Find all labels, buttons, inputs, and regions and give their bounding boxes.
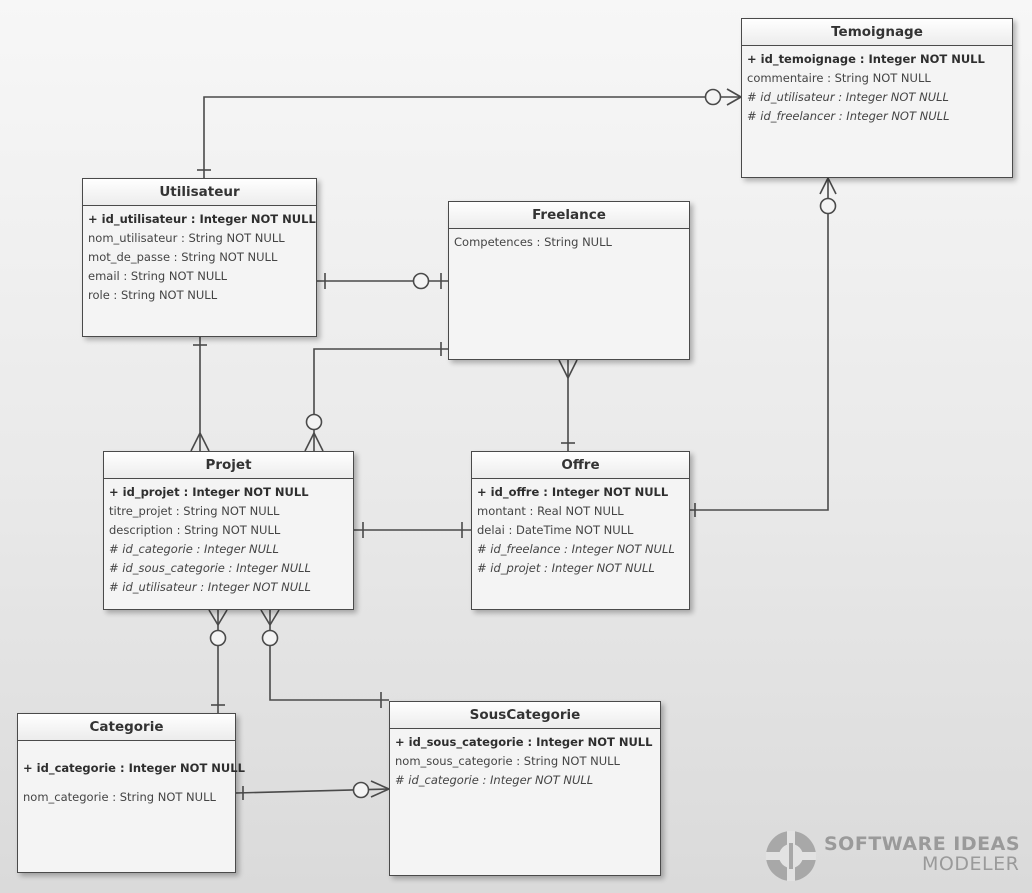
entity-title: Freelance xyxy=(449,202,689,229)
entity-attribute: nom_sous_categorie : String NOT NULL xyxy=(395,754,620,768)
entity-title: Projet xyxy=(104,452,353,479)
entity-offre[interactable]: Offre + id_offre : Integer NOT NULL mont… xyxy=(471,451,690,610)
rel-utilisateur-projet[interactable] xyxy=(190,337,210,452)
entity-attribute: commentaire : String NOT NULL xyxy=(747,71,931,85)
entity-attribute: + id_categorie : Integer NOT NULL xyxy=(23,761,245,775)
entity-title: Offre xyxy=(472,452,689,479)
entity-attribute: + id_utilisateur : Integer NOT NULL xyxy=(88,212,316,226)
logo-icon xyxy=(766,831,816,881)
entity-attribute: + id_offre : Integer NOT NULL xyxy=(477,485,669,499)
rel-utilisateur-freelance[interactable] xyxy=(317,272,448,290)
entity-title: Categorie xyxy=(18,714,235,741)
software-ideas-logo: SOFTWARE IDEAS MODELER xyxy=(764,829,1026,883)
rel-categorie-souscategorie[interactable] xyxy=(235,780,390,800)
entity-attribute: # id_freelancer : Integer NOT NULL xyxy=(747,109,950,123)
rel-freelance-offre[interactable] xyxy=(558,359,578,451)
entity-attribute: + id_temoignage : Integer NOT NULL xyxy=(747,52,985,66)
entity-attribute: nom_utilisateur : String NOT NULL xyxy=(88,231,285,245)
logo-text-line1: SOFTWARE IDEAS xyxy=(824,833,1021,855)
entity-attribute: montant : Real NOT NULL xyxy=(477,504,624,518)
entity-souscategorie[interactable]: SousCategorie + id_sous_categorie : Inte… xyxy=(389,701,661,876)
entity-attribute: Competences : String NULL xyxy=(454,235,612,249)
entity-attribute: description : String NOT NULL xyxy=(109,523,281,537)
entity-attribute: delai : DateTime NOT NULL xyxy=(477,523,634,537)
entity-freelance[interactable]: Freelance Competences : String NULL xyxy=(448,201,690,360)
entity-attribute: email : String NOT NULL xyxy=(88,269,228,283)
entity-utilisateur[interactable]: Utilisateur + id_utilisateur : Integer N… xyxy=(82,178,317,337)
logo-text-line2: MODELER xyxy=(922,853,1020,875)
rel-categorie-projet[interactable] xyxy=(208,609,228,713)
entity-attribute: + id_projet : Integer NOT NULL xyxy=(109,485,309,499)
entity-attribute: nom_categorie : String NOT NULL xyxy=(23,790,216,804)
entity-attribute: titre_projet : String NOT NULL xyxy=(109,504,280,518)
entity-title: Temoignage xyxy=(742,19,1012,46)
entity-attribute: # id_utilisateur : Integer NOT NULL xyxy=(747,90,949,104)
rel-souscategorie-projet[interactable] xyxy=(260,609,389,708)
entity-attribute: # id_projet : Integer NOT NULL xyxy=(477,561,655,575)
rel-projet-offre[interactable] xyxy=(354,522,471,538)
entity-temoignage[interactable]: Temoignage + id_temoignage : Integer NOT… xyxy=(741,18,1013,178)
entity-title: SousCategorie xyxy=(390,702,660,729)
entity-attribute: # id_categorie : Integer NULL xyxy=(109,542,279,556)
entity-attribute: # id_sous_categorie : Integer NULL xyxy=(109,561,311,575)
entity-categorie[interactable]: Categorie + id_categorie : Integer NOT N… xyxy=(17,713,245,873)
entity-attribute: role : String NOT NULL xyxy=(88,288,218,302)
entity-attribute: + id_sous_categorie : Integer NOT NULL xyxy=(395,735,653,749)
entity-projet[interactable]: Projet + id_projet : Integer NOT NULL ti… xyxy=(103,451,354,610)
entity-attribute: # id_categorie : Integer NOT NULL xyxy=(395,773,594,787)
rel-freelance-projet[interactable] xyxy=(304,342,448,452)
rel-freelance-temoignage[interactable] xyxy=(689,177,837,517)
rel-utilisateur-temoignage[interactable] xyxy=(197,88,742,178)
entity-title: Utilisateur xyxy=(83,179,316,206)
entity-attribute: # id_freelance : Integer NOT NULL xyxy=(477,542,675,556)
entity-attribute: # id_utilisateur : Integer NOT NULL xyxy=(109,580,311,594)
entity-attribute: mot_de_passe : String NOT NULL xyxy=(88,250,278,264)
